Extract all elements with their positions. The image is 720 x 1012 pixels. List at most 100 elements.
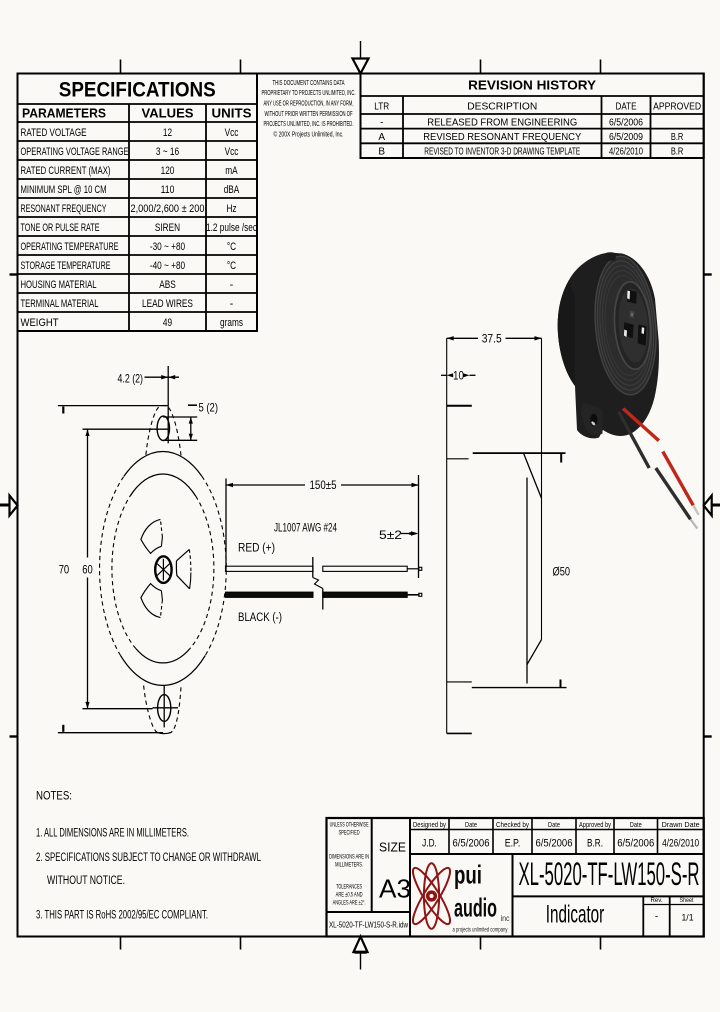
svg-text:Designed by: Designed by bbox=[413, 820, 446, 829]
svg-text:RATED CURRENT (MAX): RATED CURRENT (MAX) bbox=[21, 165, 111, 177]
svg-text:-30 ~ +80: -30 ~ +80 bbox=[150, 241, 185, 253]
svg-text:4/26/2010: 4/26/2010 bbox=[609, 147, 643, 158]
svg-text:Date: Date bbox=[630, 820, 642, 829]
svg-text:Vcc: Vcc bbox=[225, 146, 239, 158]
svg-text:inc: inc bbox=[501, 914, 510, 923]
svg-text:pui: pui bbox=[454, 860, 482, 890]
svg-text:Checked by: Checked by bbox=[496, 820, 529, 829]
svg-text:6/5/2006: 6/5/2006 bbox=[617, 838, 654, 850]
svg-text:SPECIFICATIONS: SPECIFICATIONS bbox=[59, 79, 216, 102]
svg-text:2. SPECIFICATIONS SUBJECT TO C: 2. SPECIFICATIONS SUBJECT TO CHANGE OR W… bbox=[36, 852, 261, 864]
svg-text:3 ~ 16: 3 ~ 16 bbox=[156, 146, 179, 158]
svg-text:PARAMETERS: PARAMETERS bbox=[22, 107, 106, 121]
svg-text:-: - bbox=[230, 279, 234, 291]
svg-text:LEAD WIRES: LEAD WIRES bbox=[142, 298, 193, 310]
svg-text:ANGLES ARE ±2°.: ANGLES ARE ±2°. bbox=[333, 899, 366, 907]
svg-text:TERMINAL MATERIAL: TERMINAL MATERIAL bbox=[21, 298, 99, 310]
svg-text:WITHOUT NOTICE.: WITHOUT NOTICE. bbox=[47, 875, 125, 887]
svg-text:5±2: 5±2 bbox=[379, 530, 402, 542]
svg-text:REVISED RESONANT FREQUENCY: REVISED RESONANT FREQUENCY bbox=[423, 132, 581, 143]
svg-text:2,000/2,600 ± 200: 2,000/2,600 ± 200 bbox=[131, 203, 205, 215]
svg-text:3. THIS PART IS RoHS 2002/95/E: 3. THIS PART IS RoHS 2002/95/EC COMPLIAN… bbox=[36, 910, 208, 922]
svg-text:°C: °C bbox=[227, 241, 236, 253]
svg-text:dBA: dBA bbox=[224, 184, 240, 196]
svg-text:Hz: Hz bbox=[226, 203, 236, 215]
svg-text:SPECIFIED: SPECIFIED bbox=[339, 830, 360, 837]
svg-text:WEIGHT: WEIGHT bbox=[21, 317, 59, 329]
svg-text:1. ALL DIMENSIONS ARE IN MILLI: 1. ALL DIMENSIONS ARE IN MILLIMETERS. bbox=[36, 828, 189, 840]
svg-text:Rev.: Rev. bbox=[651, 898, 663, 904]
svg-text:120: 120 bbox=[161, 165, 175, 177]
svg-text:HOUSING MATERIAL: HOUSING MATERIAL bbox=[21, 279, 97, 291]
svg-text:NOTES:: NOTES: bbox=[36, 791, 72, 803]
svg-text:Ø50: Ø50 bbox=[553, 567, 571, 579]
svg-text:STORAGE TEMPERATURE: STORAGE TEMPERATURE bbox=[21, 260, 111, 272]
svg-text:A3: A3 bbox=[379, 874, 411, 904]
svg-text:WITHOUT PRIOR WRITTEN PERMISSI: WITHOUT PRIOR WRITTEN PERMISSION OF bbox=[265, 109, 353, 118]
svg-text:DIMENSIONS ARE IN: DIMENSIONS ARE IN bbox=[329, 854, 369, 861]
svg-text:-: - bbox=[380, 117, 383, 128]
svg-text:°C: °C bbox=[227, 260, 236, 272]
svg-text:1.2 pulse /sec: 1.2 pulse /sec bbox=[206, 222, 257, 234]
svg-text:37.5: 37.5 bbox=[482, 334, 502, 346]
svg-text:1/1: 1/1 bbox=[682, 913, 694, 923]
svg-text:Approved by: Approved by bbox=[579, 820, 611, 829]
svg-text:UNITS: UNITS bbox=[212, 107, 252, 121]
svg-text:Vcc: Vcc bbox=[225, 127, 239, 139]
svg-text:MINIMUM SPL @ 10 CM: MINIMUM SPL @ 10 CM bbox=[21, 184, 107, 196]
svg-text:RELEASED FROM ENGINEERING: RELEASED FROM ENGINEERING bbox=[427, 117, 577, 128]
svg-text:© 200X Projects Unlimited, Inc: © 200X Projects Unlimited, Inc. bbox=[274, 130, 344, 139]
svg-text:APPROVED: APPROVED bbox=[653, 101, 701, 113]
svg-text:6/5/2006: 6/5/2006 bbox=[453, 838, 490, 850]
svg-text:B: B bbox=[378, 147, 385, 158]
svg-text:grams: grams bbox=[220, 317, 243, 329]
svg-text:DESCRIPTION: DESCRIPTION bbox=[467, 101, 537, 113]
svg-text:OPERATING VOLTAGE RANGE: OPERATING VOLTAGE RANGE bbox=[21, 146, 129, 158]
svg-text:ABS: ABS bbox=[159, 279, 176, 291]
svg-text:LTR: LTR bbox=[374, 101, 389, 113]
svg-text:6/5/2006: 6/5/2006 bbox=[609, 117, 643, 128]
svg-text:6/5/2006: 6/5/2006 bbox=[536, 838, 573, 850]
svg-text:49: 49 bbox=[163, 317, 172, 329]
svg-text:MILLIMETERS.: MILLIMETERS. bbox=[335, 862, 363, 869]
svg-text:BLACK (-): BLACK (-) bbox=[238, 612, 282, 624]
svg-text:Indicator: Indicator bbox=[546, 901, 605, 929]
svg-text:THIS DOCUMENT CONTAINS DATA: THIS DOCUMENT CONTAINS DATA bbox=[273, 78, 346, 87]
svg-text:DATE: DATE bbox=[616, 101, 637, 113]
svg-text:A: A bbox=[378, 132, 385, 143]
svg-text:Sheet: Sheet bbox=[680, 898, 694, 904]
svg-text:REVISION HISTORY: REVISION HISTORY bbox=[468, 78, 596, 93]
svg-text:Drawn Date: Drawn Date bbox=[662, 820, 700, 829]
svg-text:6/5/2009: 6/5/2009 bbox=[609, 132, 643, 143]
svg-text:-: - bbox=[230, 298, 234, 310]
svg-text:RESONANT FREQUENCY: RESONANT FREQUENCY bbox=[21, 203, 107, 215]
svg-text:Date: Date bbox=[465, 820, 477, 829]
svg-text:-: - bbox=[655, 912, 658, 923]
svg-text:B.R: B.R bbox=[671, 132, 684, 143]
svg-text:OPERATING TEMPERATURE: OPERATING TEMPERATURE bbox=[21, 241, 119, 253]
svg-text:12: 12 bbox=[163, 127, 172, 139]
svg-text:PROJECTS UNLIMITED, INC. IS PR: PROJECTS UNLIMITED, INC. IS PROHIBITED. bbox=[264, 119, 354, 128]
svg-text:TONE OR PULSE RATE: TONE OR PULSE RATE bbox=[21, 222, 100, 234]
svg-text:mA: mA bbox=[225, 165, 238, 177]
svg-text:REVISED TO INVENTOR 3-D DRAWIN: REVISED TO INVENTOR 3-D DRAWING TEMPLATE bbox=[424, 147, 580, 158]
svg-text:JL1007 AWG #24: JL1007 AWG #24 bbox=[274, 523, 337, 535]
svg-text:5 (2): 5 (2) bbox=[199, 401, 219, 415]
svg-text:-40 ~ +80: -40 ~ +80 bbox=[150, 260, 185, 272]
svg-text:4.2 (2): 4.2 (2) bbox=[118, 372, 144, 386]
svg-text:audio: audio bbox=[454, 893, 497, 923]
svg-text:110: 110 bbox=[161, 184, 175, 196]
svg-text:UNLESS OTHERWISE: UNLESS OTHERWISE bbox=[330, 822, 369, 829]
svg-text:RATED VOLTAGE: RATED VOLTAGE bbox=[21, 127, 87, 139]
svg-text:XL-5020-TF-LW150-S-R: XL-5020-TF-LW150-S-R bbox=[519, 856, 700, 892]
svg-text:70: 70 bbox=[59, 563, 70, 577]
svg-text:RED (+): RED (+) bbox=[238, 543, 275, 555]
svg-text:10: 10 bbox=[453, 371, 464, 383]
svg-text:60: 60 bbox=[82, 563, 93, 577]
svg-text:Date: Date bbox=[548, 820, 560, 829]
svg-text:PROPRIETARY TO PROJECTS UNLIMI: PROPRIETARY TO PROJECTS UNLIMITED, INC. bbox=[262, 88, 356, 97]
svg-text:150±5: 150±5 bbox=[310, 480, 337, 492]
svg-text:B.R.: B.R. bbox=[587, 838, 603, 850]
svg-text:VALUES: VALUES bbox=[142, 107, 194, 121]
svg-text:TOLERANCES: TOLERANCES bbox=[336, 884, 362, 891]
